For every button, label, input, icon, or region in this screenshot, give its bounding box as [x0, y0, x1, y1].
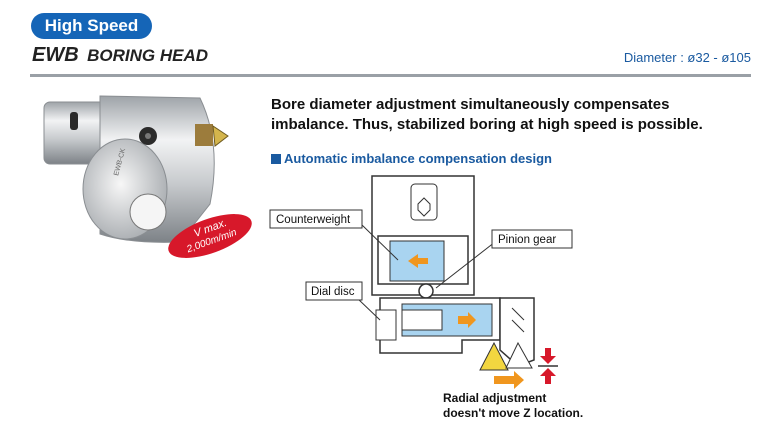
counterweight-arrow: [408, 254, 428, 268]
diameter-range: Diameter : ø32 - ø105: [623, 50, 751, 65]
tool-insert: [212, 124, 229, 147]
caption-line2: doesn't move Z location.: [443, 406, 583, 420]
feature-title: Automatic imbalance compensation design: [284, 151, 552, 166]
label-dial-disc: Dial disc: [311, 286, 355, 298]
dial: [129, 193, 167, 231]
insert-outline: [505, 341, 533, 369]
caption-line1: Radial adjustment: [443, 391, 546, 405]
boring-head-product-image: EWB-CK V max. 2,000m/min: [43, 95, 252, 258]
label-pinion-gear: Pinion gear: [498, 234, 556, 246]
header-divider: [30, 74, 751, 77]
radial-arrow: [494, 371, 524, 389]
high-speed-badge: High Speed: [31, 13, 152, 39]
label-counterweight: Counterweight: [276, 214, 351, 226]
compensation-diagram: Counterweight Pinion gear Dial disc Radi…: [269, 175, 583, 420]
title-sub: BORING HEAD: [87, 46, 209, 65]
pinion-gear: [418, 283, 434, 299]
product-title: EWB BORING HEAD: [32, 44, 208, 67]
shank-slot: [70, 112, 78, 130]
tool-insert-holder: [195, 124, 213, 146]
feature-heading: Automatic imbalance compensation design: [271, 151, 552, 166]
slide-arrow: [458, 312, 476, 328]
description-lead: Bore diameter adjustment simultaneously …: [271, 96, 703, 133]
insert-yellow: [479, 341, 509, 371]
z-arrow-up: [540, 368, 556, 384]
z-arrow-down: [540, 348, 556, 364]
hex-socket: [417, 197, 431, 217]
square-bullet-icon: [271, 154, 281, 164]
dial-disc: [375, 309, 397, 341]
title-main: EWB: [32, 44, 79, 66]
counterweight: [389, 240, 445, 282]
